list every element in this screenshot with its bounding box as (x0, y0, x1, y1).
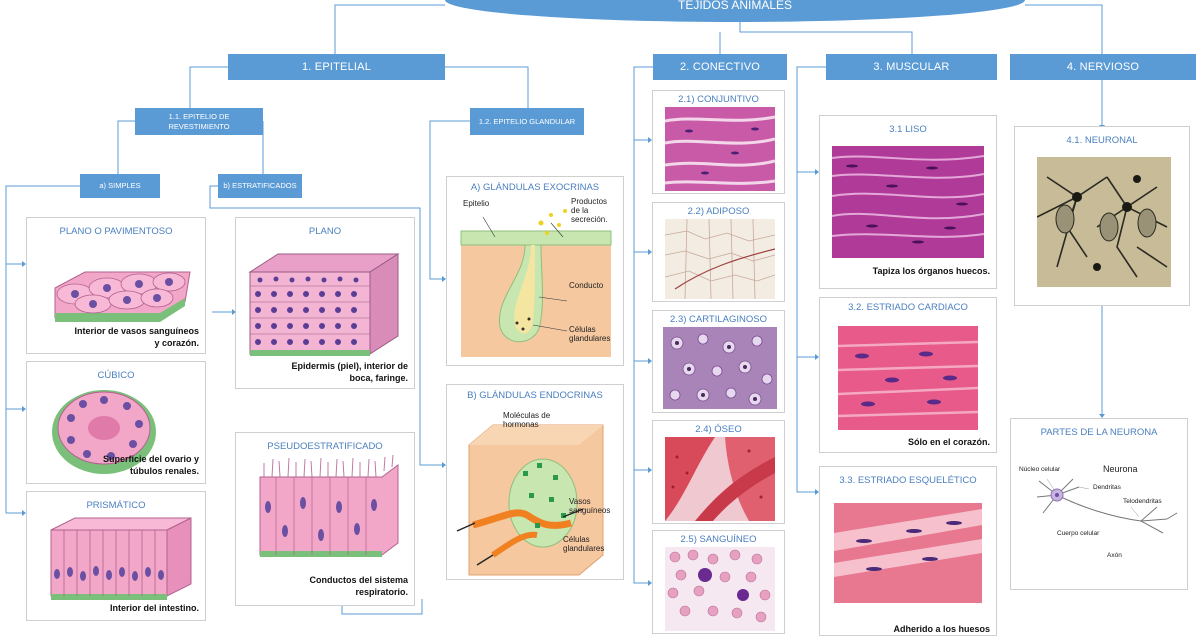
label-epitelio: Epitelio (463, 199, 490, 208)
panel-oseo: 2.4) ÓSEO (652, 420, 785, 524)
box-glandular: 1.2. EPITELIO GLANDULAR (470, 108, 584, 135)
panel-caption: Interior del intestino. (109, 603, 199, 613)
panel-title: B) GLÁNDULAS ENDOCRINAS (467, 390, 603, 401)
panel-title: 2.2) ADIPOSO (687, 206, 750, 217)
oseo-micrograph (665, 437, 775, 521)
cardiaco-micrograph (838, 326, 978, 430)
panel-title: CÚBICO (97, 370, 135, 381)
label-celulas-glandulares: Células glandulares (563, 535, 605, 553)
panel-title: 3.1 LISO (889, 124, 927, 135)
panel-title: 2.1) CONJUNTIVO (678, 94, 759, 105)
cubico-illustration (52, 390, 156, 474)
conjuntivo-micrograph (665, 107, 775, 191)
adiposo-micrograph (665, 219, 775, 299)
panel-cubico: CÚBICO Superficie del ovario y túbulos r… (26, 361, 206, 484)
label-vasos-sanguineos: Vasos sanguíneos (569, 497, 611, 515)
endocrinas-illustration (456, 424, 604, 576)
panel-title: 2.5) SANGUÍNEO (680, 534, 757, 545)
exocrinas-illustration (460, 209, 612, 357)
panel-title: 4.1. NEURONAL (1066, 135, 1138, 146)
category-muscular: 3. MUSCULAR (826, 54, 997, 80)
liso-micrograph (832, 146, 984, 258)
box-revestimiento: 1.1. EPITELIO DE REVESTIMIENTO (135, 108, 263, 135)
pseudoestratificado-illustration (259, 455, 399, 557)
label-dendritas: Dendritas (1093, 484, 1121, 491)
panel-cartilaginoso: 2.3) CARTILAGINOSO (652, 310, 785, 413)
panel-title: PLANO O PAVIMENTOSO (59, 226, 173, 237)
panel-esqueletico: 3.3. ESTRIADO ESQUELÉTICO Adherido a los… (819, 466, 997, 636)
plano-illustration (248, 253, 400, 356)
panel-caption: Epidermis (piel), interior de boca, fari… (291, 361, 408, 383)
panel-plano: PLANO Epidermis (piel), interior de boca… (235, 217, 415, 389)
label-moleculas-hormonas: Moléculas de hormonas (503, 411, 551, 429)
neurona-heading: Neurona (1103, 464, 1138, 474)
label-cuerpo-celular: Cuerpo celular (1057, 530, 1100, 537)
label-celulas-glandulares: Células glandulares (569, 325, 611, 343)
main-title: TEJIDOS ANIMALES (445, 0, 1025, 22)
panel-caption: Superficie del ovario y túbulos renales. (102, 454, 199, 476)
panel-neuronal: 4.1. NEURONAL (1014, 126, 1190, 306)
esqueletico-micrograph (834, 503, 982, 603)
sanguineo-micrograph (665, 547, 775, 631)
panel-title: 3.2. ESTRIADO CARDIACO (848, 302, 968, 313)
panel-endocrinas: B) GLÁNDULAS ENDOCRINAS Moléculas de hor… (446, 384, 624, 580)
panel-title: A) GLÁNDULAS EXOCRINAS (470, 182, 600, 193)
panel-title: 3.3. ESTRIADO ESQUELÉTICO (839, 475, 977, 486)
panel-partes-neurona: PARTES DE LA NEURONA Neurona Núcleo celu… (1010, 418, 1188, 590)
panel-pavimentoso: PLANO O PAVIMENTOSO Interior de vasos sa… (26, 217, 206, 354)
label-telodendritas: Telodendritas (1123, 498, 1162, 505)
label-conducto: Conducto (569, 281, 604, 290)
panel-adiposo: 2.2) ADIPOSO (652, 202, 785, 302)
panel-exocrinas: A) GLÁNDULAS EXOCRINAS Epitelio Producto… (446, 176, 624, 366)
category-conectivo: 2. CONECTIVO (653, 54, 787, 80)
label-nucleo-celular: Núcleo celular (1019, 466, 1061, 473)
panel-title: 2.4) ÓSEO (695, 424, 742, 435)
panel-title: PRISMÁTICO (86, 500, 146, 511)
panel-title: PLANO (308, 226, 342, 237)
category-nervioso: 4. NERVIOSO (1010, 54, 1196, 80)
pavimentoso-illustration (54, 271, 191, 322)
neurona-diagram (1036, 478, 1178, 534)
prismatico-illustration (50, 517, 192, 600)
label-axon: Axón (1107, 552, 1122, 559)
cartilaginoso-micrograph (663, 327, 777, 409)
panel-title: PSEUDOESTRATIFICADO (267, 441, 383, 452)
category-epitelial: 1. EPITELIAL (228, 54, 445, 80)
panel-caption: Tapiza los órganos huecos. (872, 266, 990, 276)
panel-title: PARTES DE LA NEURONA (1040, 427, 1158, 438)
neuronal-micrograph (1037, 157, 1171, 287)
panel-caption: Interior de vasos sanguíneos y corazón. (74, 326, 199, 348)
panel-conjuntivo: 2.1) CONJUNTIVO (652, 90, 785, 194)
label-productos: Productos de la secreción. (571, 197, 608, 224)
panel-sanguineo: 2.5) SANGUÍNEO (652, 530, 785, 634)
panel-caption: Conductos del sistema respiratorio. (309, 575, 408, 597)
panel-pseudoestratificado: PSEUDOESTRATIFICADO Conductos del sistem… (235, 432, 415, 606)
panel-caption: Sólo en el corazón. (907, 437, 990, 447)
panel-liso: 3.1 LISO Tapiza los órganos huecos. (819, 115, 997, 289)
panel-title: 2.3) CARTILAGINOSO (670, 314, 767, 325)
panel-cardiaco: 3.2. ESTRIADO CARDIACO Sólo en el corazó… (819, 297, 997, 453)
panel-caption: Adherido a los huesos (893, 624, 990, 634)
box-simples: a) SIMPLES (80, 174, 160, 198)
box-estratificados: b) ESTRATIFICADOS (218, 174, 302, 198)
panel-prismatico: PRISMÁTICO Interior del intestino. (26, 491, 206, 621)
